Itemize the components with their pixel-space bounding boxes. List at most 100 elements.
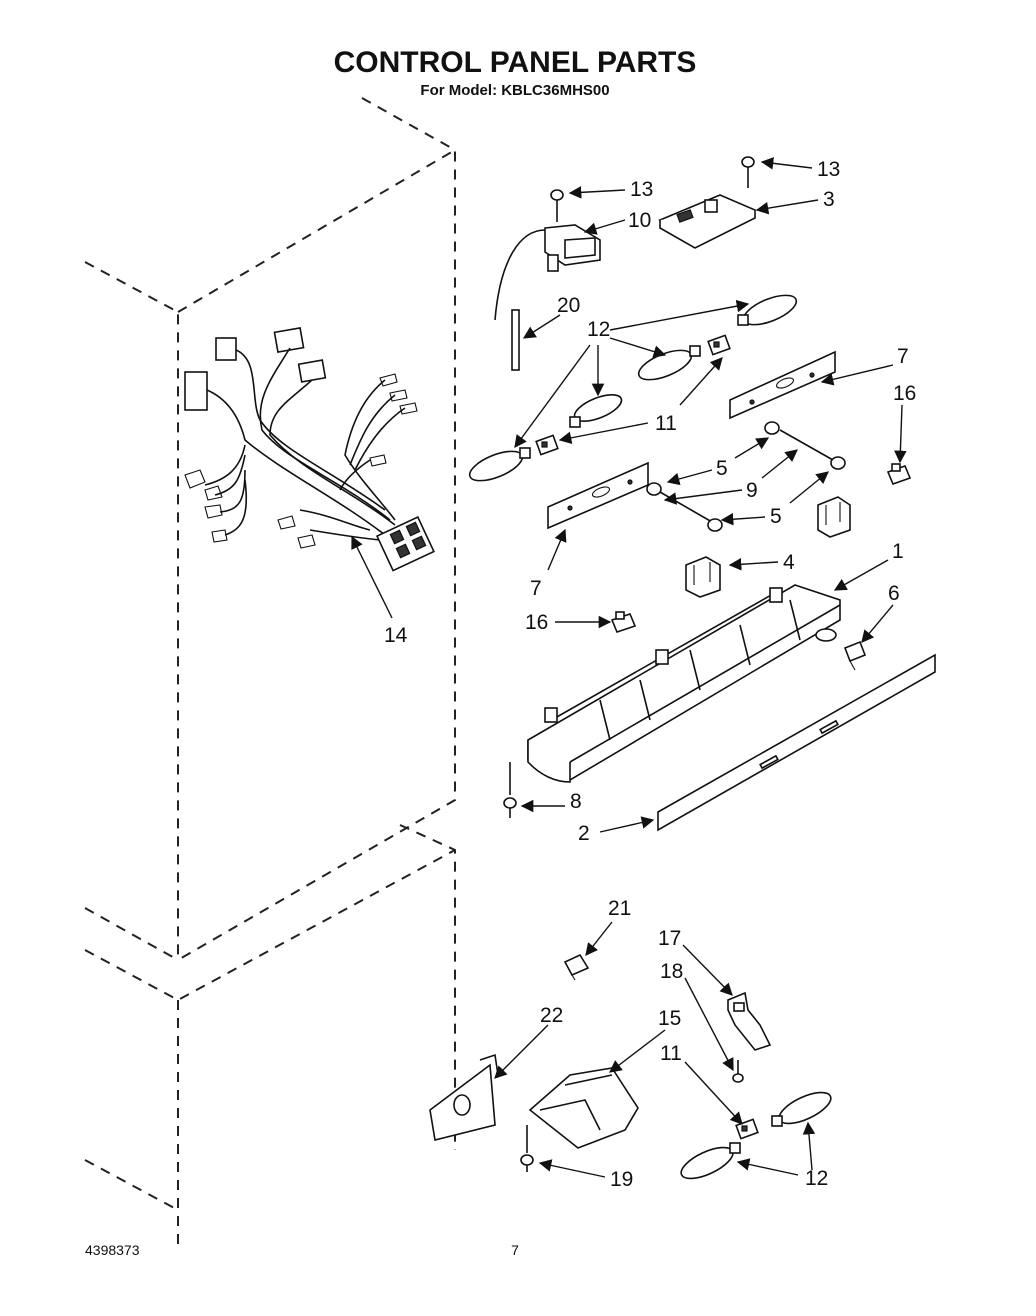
callout-21: 21 xyxy=(608,897,631,920)
callout-11b: 11 xyxy=(660,1042,682,1065)
rod-part-20 xyxy=(511,309,520,371)
callout-7a-arrow xyxy=(820,364,894,386)
callout-18-arrow xyxy=(684,977,734,1072)
page-title: CONTROL PANEL PARTS xyxy=(334,46,697,79)
callout-5b: 5 xyxy=(770,505,782,528)
socket-part-11-upper xyxy=(707,334,731,356)
bulb-part-12-bottom-right xyxy=(771,1091,832,1127)
callout-3-arrow xyxy=(755,199,819,215)
callout-17: 17 xyxy=(658,927,681,950)
callout-5a-arrow xyxy=(666,469,713,486)
bulb-part-12-bottom-left xyxy=(680,1142,741,1180)
callout-13b-arrow xyxy=(760,157,813,170)
screw-part-19 xyxy=(520,1125,534,1172)
callout-10-arrow xyxy=(583,219,626,235)
callout-12b: 12 xyxy=(805,1167,828,1190)
bracket-part-22 xyxy=(429,1053,499,1141)
callout-2: 2 xyxy=(578,822,590,845)
callout-16a: 16 xyxy=(893,382,916,405)
callout-4: 4 xyxy=(783,551,795,574)
bulb-part-12-lower xyxy=(569,394,623,428)
shaft-part-9-upper xyxy=(764,421,846,470)
callout-18: 18 xyxy=(660,960,683,983)
model-subtitle: For Model: KBLC36MHS00 xyxy=(420,82,609,99)
callout-12a-arrow-4 xyxy=(514,344,591,449)
callout-1-arrow xyxy=(833,559,889,591)
callout-15-arrow xyxy=(608,1029,666,1073)
callout-17-arrow xyxy=(682,944,733,996)
holder-part-17 xyxy=(727,991,772,1051)
holder-part-4-right xyxy=(817,496,851,538)
clip-part-21 xyxy=(563,953,590,981)
holder-part-4-left xyxy=(685,556,721,598)
bulb-part-12-middle xyxy=(637,345,701,381)
bulb-part-12-left xyxy=(468,447,531,482)
callout-13a: 13 xyxy=(630,178,653,201)
callout-6: 6 xyxy=(888,582,900,605)
callout-22-arrow xyxy=(494,1024,549,1079)
callout-8: 8 xyxy=(570,790,582,813)
shaft-part-9-lower xyxy=(646,482,723,532)
callout-21-arrow xyxy=(585,921,613,956)
callout-9-arrow-1 xyxy=(761,449,798,479)
callout-6-arrow xyxy=(861,604,894,643)
screw-part-8 xyxy=(503,762,517,818)
callout-7b: 7 xyxy=(530,577,542,600)
cabinet-outline-lower xyxy=(84,824,456,1245)
wire-harness-part-14 xyxy=(184,326,435,572)
callout-15: 15 xyxy=(658,1007,681,1030)
callout-11b-arrow xyxy=(684,1061,743,1125)
callout-5a: 5 xyxy=(716,457,728,480)
lens-part-7-upper xyxy=(729,350,836,420)
callout-12b-arrow-1 xyxy=(802,1121,816,1171)
screw-part-13b xyxy=(741,156,755,188)
lens-part-7-lower xyxy=(547,461,649,530)
callout-10: 10 xyxy=(628,209,651,232)
callout-11a-arrow-2 xyxy=(558,422,649,445)
callout-7b-arrow xyxy=(547,528,567,571)
control-housing-part-1 xyxy=(527,584,841,783)
callout-4-arrow xyxy=(728,558,779,571)
document-number: 4398373 xyxy=(85,1242,140,1258)
callout-14-arrow xyxy=(351,535,393,619)
callout-7a: 7 xyxy=(897,345,909,368)
socket-part-11-lower xyxy=(535,434,559,456)
callout-3: 3 xyxy=(823,188,835,211)
screw-part-13a xyxy=(550,189,564,222)
callout-9-arrow-2 xyxy=(663,489,743,505)
callout-12b-arrow-2 xyxy=(736,1158,799,1176)
socket-part-11-bottom xyxy=(735,1118,759,1140)
callout-2-arrow xyxy=(599,816,655,833)
callout-14: 14 xyxy=(384,624,408,647)
clip-part-16-left xyxy=(610,611,637,633)
callout-19-arrow xyxy=(538,1159,606,1178)
callout-22: 22 xyxy=(540,1004,563,1027)
callout-5b-arrow-2 xyxy=(789,471,829,504)
clip-part-6 xyxy=(843,640,867,671)
clip-part-16-right xyxy=(886,463,912,486)
callout-11a: 11 xyxy=(655,412,677,435)
control-board-part-3 xyxy=(658,194,757,249)
callout-16a-arrow xyxy=(894,404,907,464)
callout-13a-arrow xyxy=(568,186,626,199)
decal-strip-part-2 xyxy=(657,653,936,832)
callout-1: 1 xyxy=(892,540,904,563)
callout-12a-arrow-2 xyxy=(609,337,667,358)
callout-12a-arrow-1 xyxy=(609,299,750,331)
screw-part-18 xyxy=(732,1060,744,1083)
callout-5a-arrow-2 xyxy=(734,437,770,459)
page-number: 7 xyxy=(511,1242,519,1258)
callout-12a: 12 xyxy=(587,318,610,341)
callout-19: 19 xyxy=(610,1168,633,1191)
shield-part-15 xyxy=(528,1067,639,1149)
bulb-part-12-top-right xyxy=(737,294,798,326)
callout-11a-arrow-1 xyxy=(679,357,723,406)
callout-13b: 13 xyxy=(817,158,840,181)
callout-5b-arrow xyxy=(720,512,766,526)
sensor-bracket-part-10 xyxy=(494,224,601,321)
callout-16b: 16 xyxy=(525,611,548,634)
callout-20-arrow xyxy=(522,314,561,339)
callout-20: 20 xyxy=(557,294,580,317)
